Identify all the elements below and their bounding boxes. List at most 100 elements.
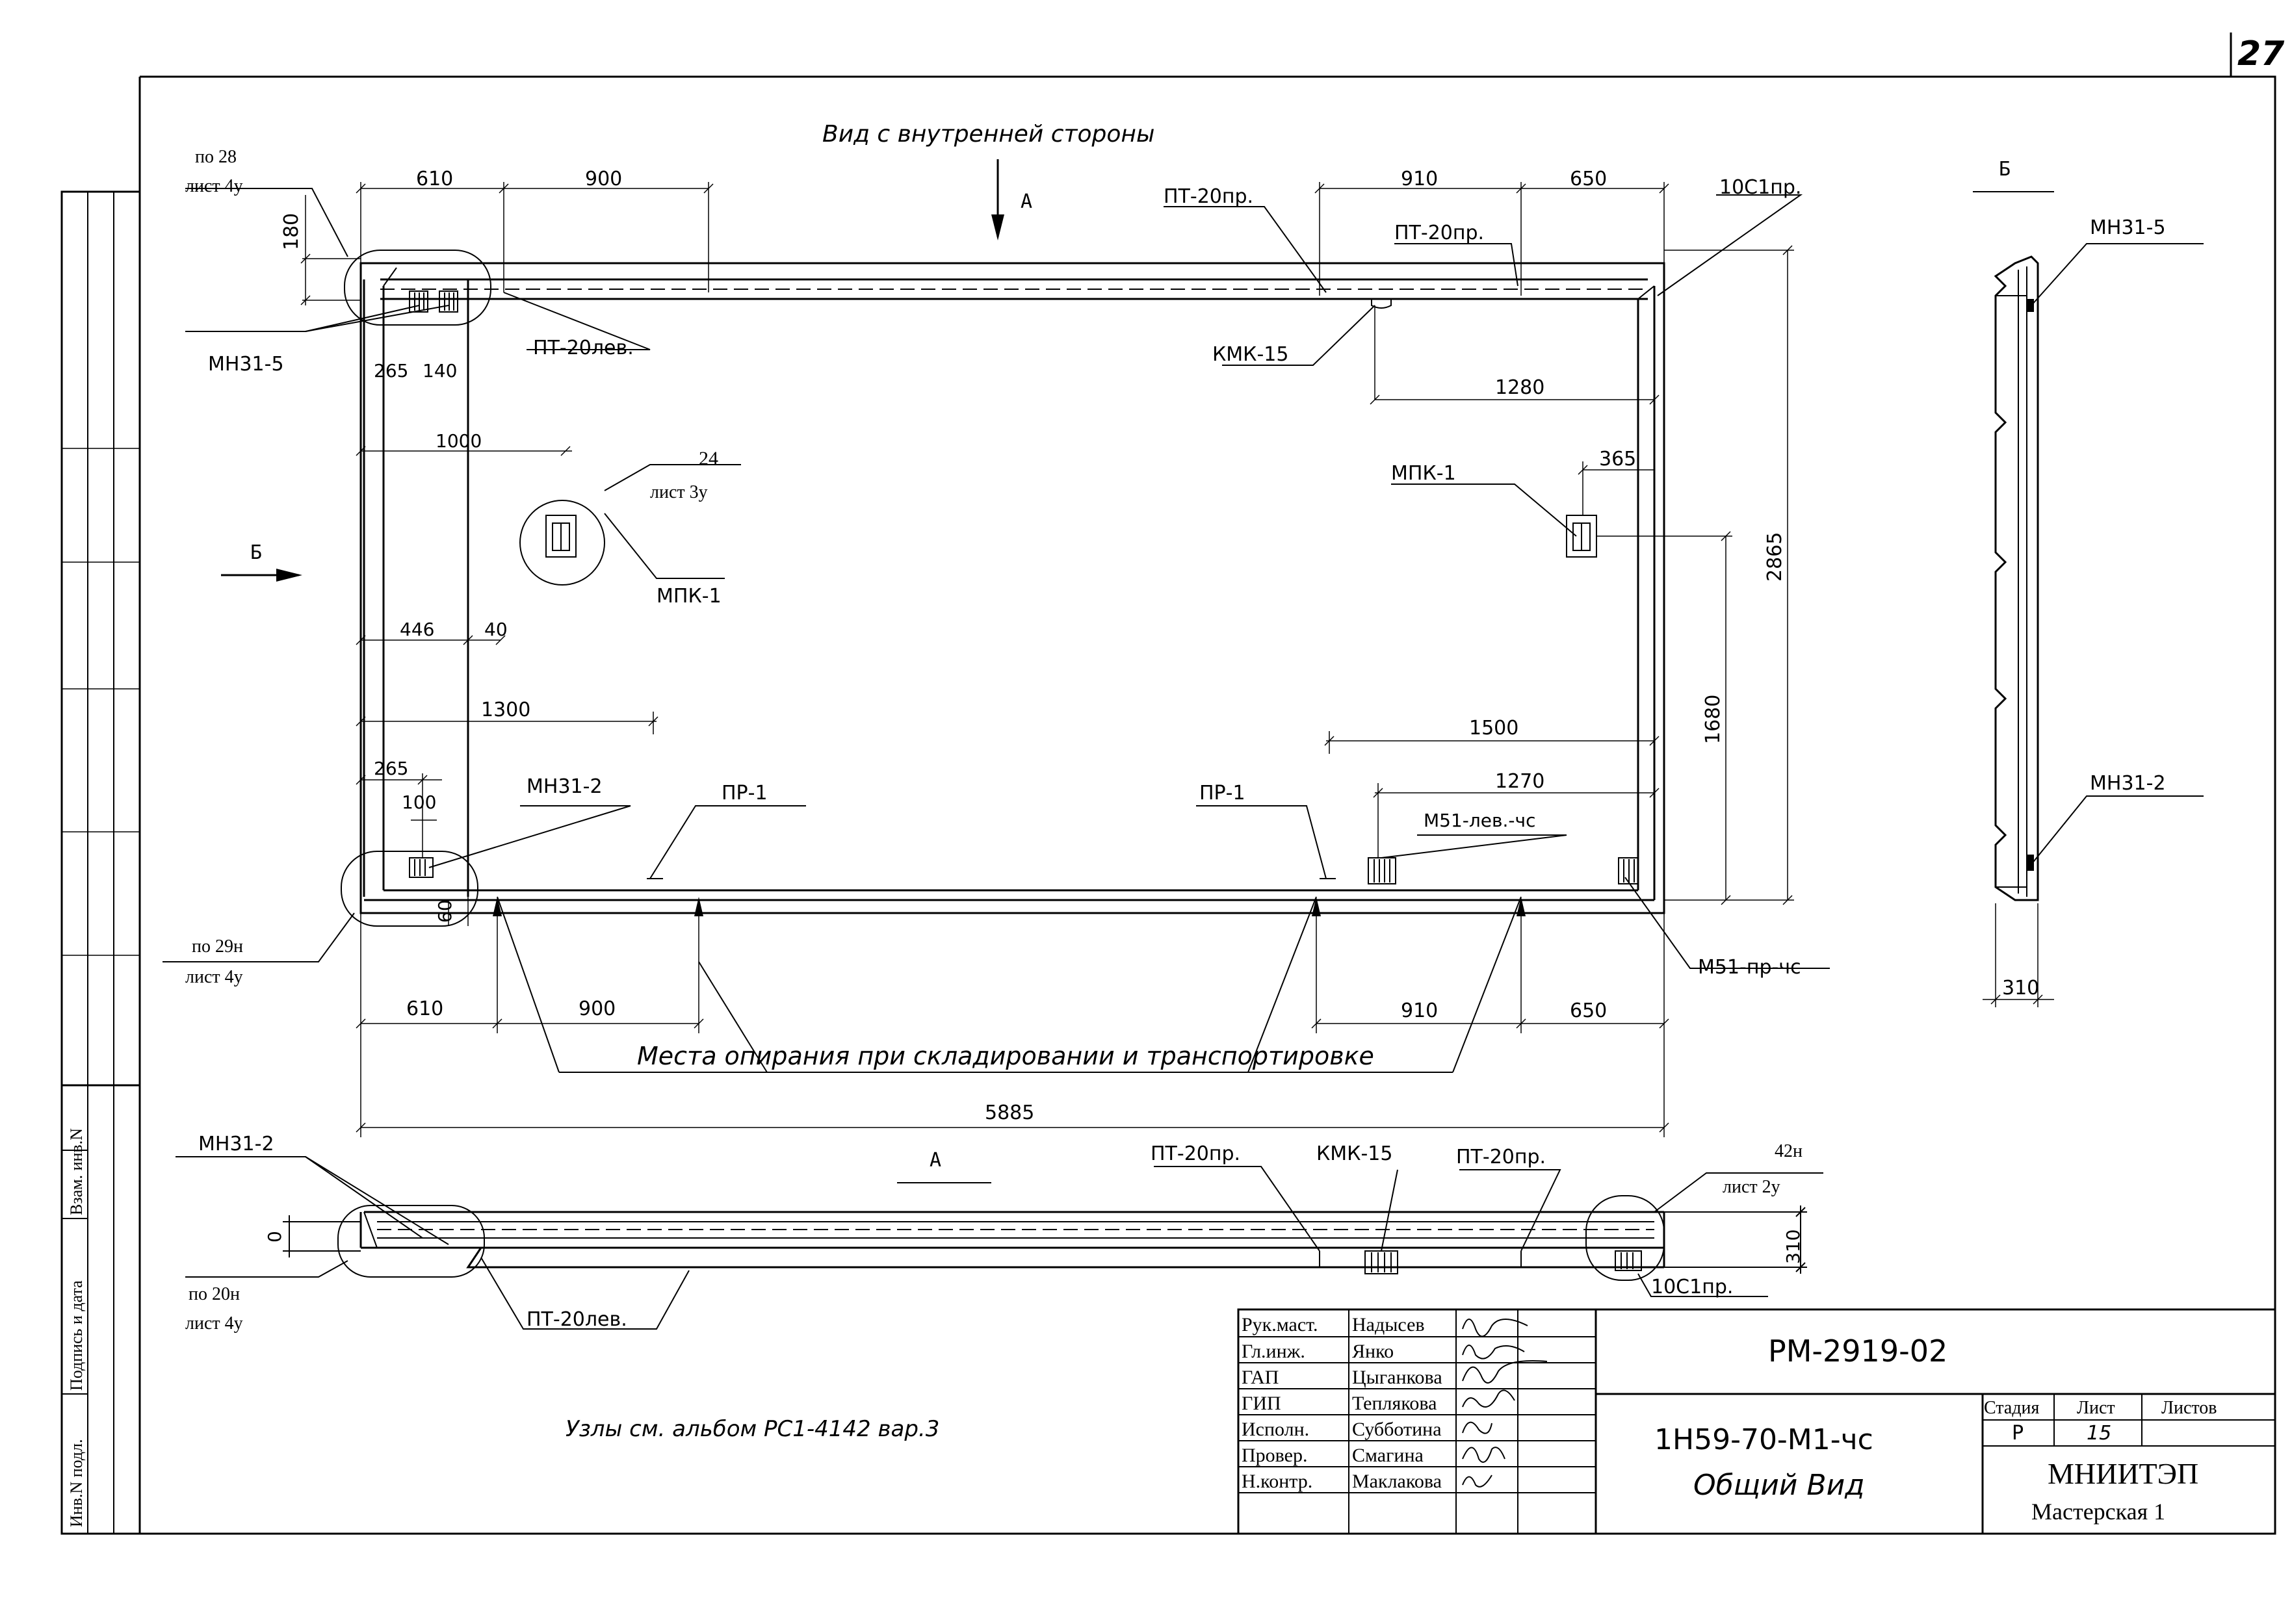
left-margin-stamp: Взам. инв.N Подпись и дата Инв.N подл. [60, 190, 141, 1535]
name-5: Субботина [1352, 1419, 1442, 1440]
label-pr1-left: ПР-1 [722, 782, 768, 805]
callout-node29-2: лист 4у [185, 967, 243, 987]
callout-texts: по 28 лист 4у 24 лист 3у по 29н лист 4у [185, 147, 718, 987]
callout-node29-1: по 29н [192, 936, 243, 957]
label-pr1-right: ПР-1 [1199, 782, 1245, 805]
label-kmk15-top: КМК-15 [1212, 343, 1288, 366]
bottom-view: А [176, 1133, 1823, 1334]
workshop-name: Мастерская 1 [2031, 1499, 2165, 1525]
label-mpk1-right: МПК-1 [1391, 462, 1456, 485]
callout-node20-1: по 20н [189, 1284, 240, 1304]
sheet-header: Лист [2077, 1398, 2115, 1418]
role-4: ГИП [1242, 1393, 1281, 1414]
label-mn31-2-bottom-left: МН31-2 [527, 775, 603, 798]
role-6: Провер. [1242, 1445, 1307, 1466]
label-mn31-2-side: МН31-2 [2090, 772, 2166, 795]
dim-1500: 1500 [1469, 717, 1518, 740]
dim-910-bottom: 910 [1401, 999, 1438, 1022]
sheet-title: Общий Вид [1693, 1469, 1865, 1502]
name-2: Янко [1352, 1341, 1394, 1362]
dim-40: 40 [484, 619, 508, 640]
name-7: Маклакова [1352, 1471, 1442, 1492]
role-7: Н.контр. [1242, 1471, 1312, 1492]
node-circles [341, 250, 605, 927]
label-pt20-right-bottom-1: ПТ-20пр. [1151, 1142, 1240, 1165]
section-arrow-b: Б [250, 541, 262, 564]
leader-lines [163, 188, 1830, 1073]
dim-1000: 1000 [436, 430, 482, 452]
dim-900-top: 900 [585, 168, 622, 190]
dim-365: 365 [1599, 448, 1636, 470]
label-pt20-left-bottom: ПТ-20лев. [527, 1308, 627, 1331]
role-2: Гл.инж. [1242, 1341, 1305, 1362]
label-pt20-right-bottom-2: ПТ-20пр. [1456, 1146, 1546, 1168]
dim-650-top: 650 [1570, 168, 1607, 190]
name-4: Теплякова [1352, 1393, 1437, 1414]
callout-node28-2: лист 4у [185, 176, 243, 196]
dim-1270: 1270 [1495, 770, 1544, 793]
dim-1280: 1280 [1495, 376, 1544, 399]
dim-60: 60 [434, 899, 456, 923]
part-labels: МН31-5 ПТ-20лев. ПТ-20пр. ПТ-20пр. 10С1п… [208, 176, 1801, 979]
section-arrow-a: А [1021, 190, 1032, 213]
label-pt20-left-top: ПТ-20лев. [533, 337, 634, 359]
label-m51-right: М51-пр-чс [1698, 956, 1801, 979]
role-5: Исполн. [1242, 1419, 1309, 1440]
callout-node20-2: лист 4у [185, 1313, 243, 1334]
support-note: Места опирания при складировании и транс… [637, 1042, 1374, 1070]
title-block: Рук.маст. Надысев Гл.инж. Янко ГАП Цыган… [1237, 1308, 2276, 1535]
name-3: Цыганкова [1352, 1367, 1442, 1388]
label-pt20-right-top-2: ПТ-20пр. [1394, 222, 1484, 244]
stage-header: Стадия [1984, 1398, 2040, 1418]
stamp-inv-podl: Инв.N подл. [67, 1439, 86, 1527]
role-1: Рук.маст. [1242, 1314, 1318, 1335]
doc-code: РМ-2919-02 [1768, 1334, 1947, 1369]
embedded-plates [409, 290, 1639, 884]
signatures [1462, 1319, 1548, 1488]
label-mn31-5-side: МН31-5 [2090, 216, 2166, 239]
dim-310-bottom-view: 310 [1782, 1230, 1804, 1264]
side-view-label: Б [1999, 158, 2011, 181]
name-1: Надысев [1352, 1314, 1425, 1335]
dim-310-side: 310 [2002, 977, 2039, 999]
dim-265-bottom: 265 [374, 758, 408, 779]
callout-node42-1: 42н [1775, 1141, 1803, 1161]
callout-node24-2: лист 3у [650, 482, 708, 502]
dimension-texts: 610 900 910 650 180 265 140 1000 1280 36… [280, 168, 1786, 1124]
label-m51-left: М51-лев.-чс [1424, 810, 1535, 831]
role-3: ГАП [1242, 1367, 1279, 1388]
dim-265-top: 265 [374, 360, 408, 381]
name-6: Смагина [1352, 1445, 1424, 1466]
sheets-header: Листов [2161, 1398, 2217, 1418]
dim-1300: 1300 [481, 699, 530, 721]
dim-140-top: 140 [423, 360, 457, 381]
dimension-lines [300, 182, 1794, 1137]
label-mn31-5-top-left: МН31-5 [208, 353, 284, 376]
label-mpk1-circle: МПК-1 [657, 585, 722, 608]
label-pt20-right-top-1: ПТ-20пр. [1164, 185, 1253, 208]
callout-node28-1: по 28 [195, 147, 237, 167]
dim-0-bottom-view: 0 [264, 1231, 285, 1243]
front-view: Вид с внутренней стороны А Б [163, 121, 1830, 1137]
dim-900-bottom: 900 [579, 998, 616, 1020]
side-view: Б МН31-5 МН31-2 310 [1973, 158, 2204, 1007]
product-code: 1Н59-70-М1-чс [1654, 1423, 1873, 1456]
label-10c1-top: 10С1пр. [1719, 176, 1801, 199]
label-mn31-2-bottom-view: МН31-2 [198, 1133, 274, 1155]
sheet-corner-number: 27 [2237, 34, 2285, 73]
stamp-podpis: Подпись и дата [67, 1280, 86, 1391]
view-title: Вид с внутренней стороны [822, 121, 1154, 148]
stage-value: Р [2012, 1422, 2024, 1445]
dim-610-top: 610 [416, 168, 453, 190]
dim-446: 446 [400, 619, 434, 640]
label-10c1-bottom: 10С1пр. [1651, 1276, 1733, 1298]
dim-650-bottom: 650 [1570, 999, 1607, 1022]
label-kmk15-bottom: КМК-15 [1316, 1142, 1392, 1165]
sheet-value: 15 [2087, 1422, 2111, 1445]
bottom-view-label: А [930, 1149, 941, 1172]
dim-5885: 5885 [985, 1102, 1034, 1124]
role-rows: Рук.маст. Надысев Гл.инж. Янко ГАП Цыган… [1242, 1314, 1442, 1492]
org-name: МНИИТЭП [2048, 1457, 2198, 1490]
dim-2865: 2865 [1764, 532, 1786, 582]
